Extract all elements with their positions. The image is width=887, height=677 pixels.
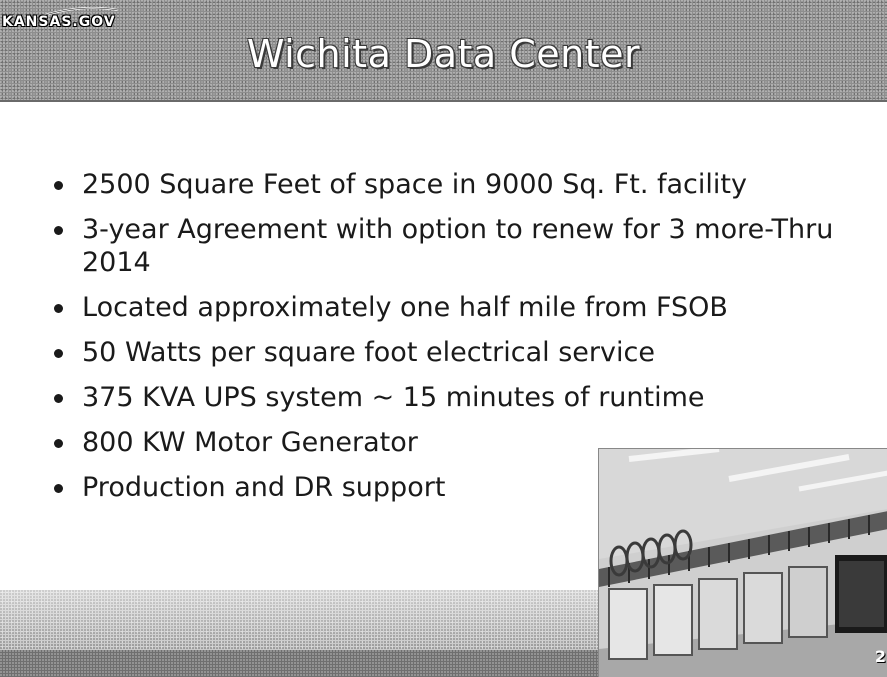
logo-swoosh-icon <box>41 7 119 17</box>
slide-title: Wichita Data Center <box>246 32 641 76</box>
bullet-item: 800 KW Motor Generator <box>50 426 870 459</box>
bullet-item: 2500 Square Feet of space in 9000 Sq. Ft… <box>50 168 870 201</box>
header-band: KANSAS.GOV Wichita Data Center <box>0 0 887 102</box>
bullet-text: 3-year Agreement with option to renew fo… <box>82 214 834 278</box>
bullet-list: 2500 Square Feet of space in 9000 Sq. Ft… <box>50 168 870 516</box>
bullet-item: Production and DR support <box>50 471 870 504</box>
bullet-dot-icon <box>54 181 63 190</box>
bullet-dot-icon <box>54 226 63 235</box>
bullet-text: Located approximately one half mile from… <box>82 292 728 323</box>
bullet-text: 50 Watts per square foot electrical serv… <box>82 337 655 368</box>
page-number: 2 <box>874 647 886 666</box>
bullet-item: Located approximately one half mile from… <box>50 291 870 324</box>
server-room-photo: 2 <box>598 448 887 677</box>
bullet-text: 800 KW Motor Generator <box>82 427 418 458</box>
bullet-dot-icon <box>54 394 63 403</box>
bullet-dot-icon <box>54 304 63 313</box>
bullet-dot-icon <box>54 484 63 493</box>
bullet-dot-icon <box>54 349 63 358</box>
bullet-dot-icon <box>54 439 63 448</box>
bullet-text: Production and DR support <box>82 472 446 503</box>
bullet-item: 3-year Agreement with option to renew fo… <box>50 213 870 279</box>
server-room-icon <box>599 449 887 677</box>
bullet-text: 2500 Square Feet of space in 9000 Sq. Ft… <box>82 169 747 200</box>
bullet-item: 50 Watts per square foot electrical serv… <box>50 336 870 369</box>
bullet-text: 375 KVA UPS system ~ 15 minutes of runti… <box>82 382 705 413</box>
kansas-gov-logo: KANSAS.GOV <box>2 14 116 30</box>
bullet-item: 375 KVA UPS system ~ 15 minutes of runti… <box>50 381 870 414</box>
